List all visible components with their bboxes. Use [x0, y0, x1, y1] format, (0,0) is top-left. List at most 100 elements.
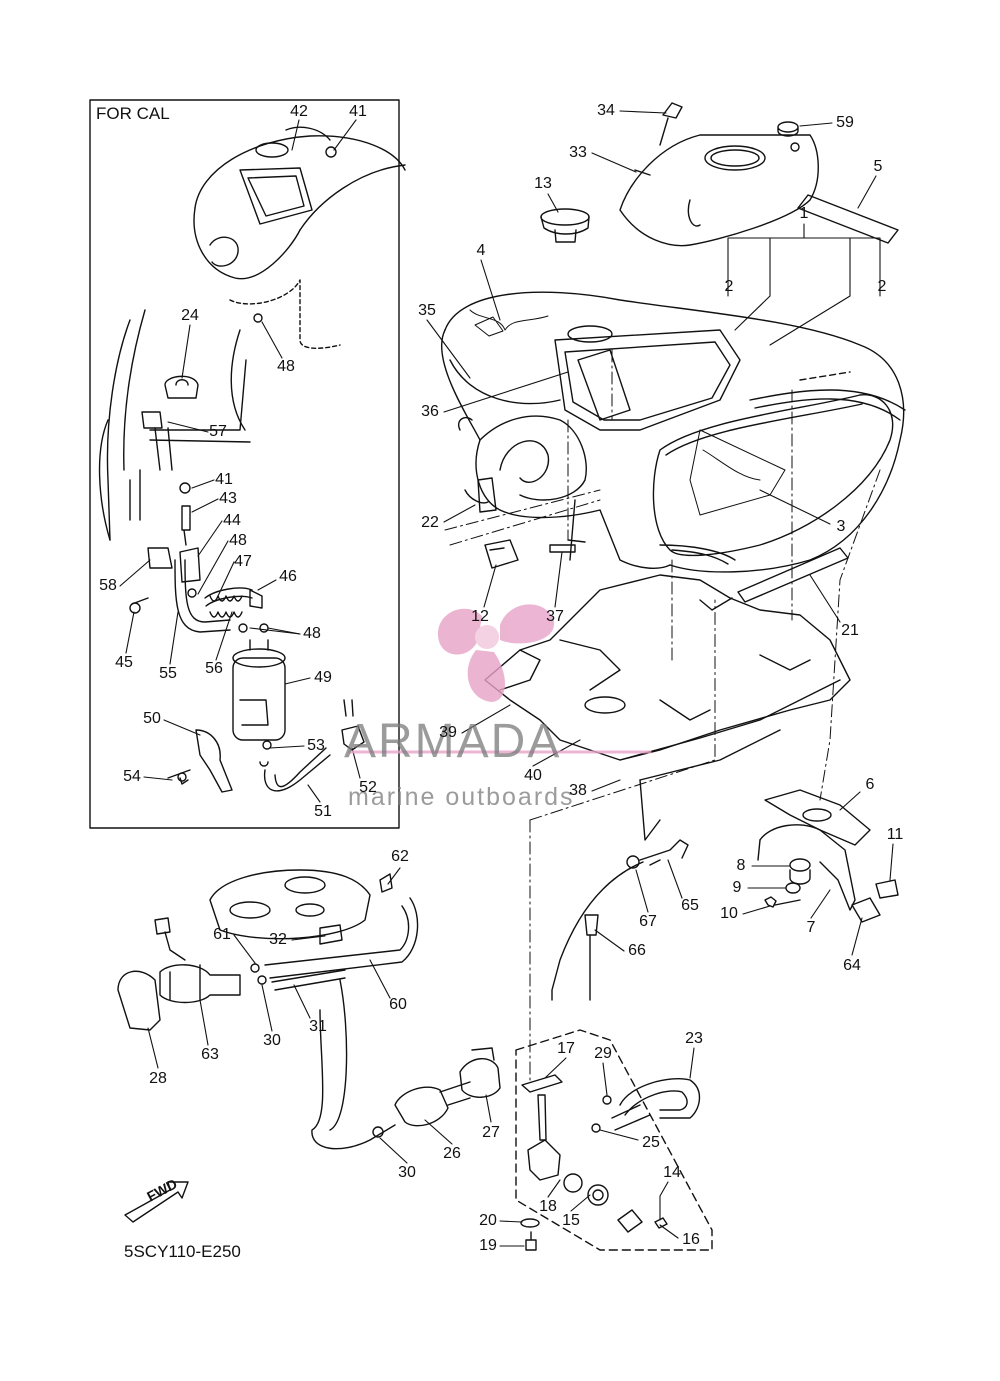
callout-8[interactable]: 8: [736, 857, 746, 874]
callout-62[interactable]: 62: [391, 848, 409, 865]
callout-9[interactable]: 9: [732, 879, 742, 896]
callout-59[interactable]: 59: [836, 114, 854, 131]
callout-34[interactable]: 34: [597, 102, 615, 119]
callout-3[interactable]: 3: [836, 518, 846, 535]
callout-12[interactable]: 12: [471, 608, 489, 625]
callout-63[interactable]: 63: [201, 1046, 219, 1063]
callout-37[interactable]: 37: [546, 608, 564, 625]
callout-32[interactable]: 32: [269, 931, 287, 948]
callout-5[interactable]: 5: [873, 158, 883, 175]
callout-46[interactable]: 46: [279, 568, 297, 585]
callout-39[interactable]: 39: [439, 724, 457, 741]
callout-13[interactable]: 13: [534, 175, 552, 192]
callout-56[interactable]: 56: [205, 660, 223, 677]
canister-44: [179, 547, 201, 583]
callout-43[interactable]: 43: [219, 490, 237, 507]
fwd-arrow: [124, 1181, 189, 1223]
callout-40[interactable]: 40: [524, 767, 542, 784]
inset-frame-tubes: [98, 309, 251, 541]
callout-50[interactable]: 50: [143, 710, 161, 727]
watermark-tagline: marine outboards: [348, 783, 575, 811]
callout-29[interactable]: 29: [594, 1045, 612, 1062]
callout-24[interactable]: 24: [181, 307, 199, 324]
callout-10[interactable]: 10: [720, 905, 738, 922]
callout-65[interactable]: 65: [681, 897, 699, 914]
filter-26: [394, 1086, 449, 1127]
main-leader-lines: [147, 110, 894, 1247]
callout-28[interactable]: 28: [149, 1070, 167, 1087]
callout-42[interactable]: 42: [290, 103, 308, 120]
callout-15[interactable]: 15: [562, 1212, 580, 1229]
callout-55[interactable]: 55: [159, 665, 177, 682]
callout-2[interactable]: 2: [877, 278, 887, 295]
clamp-58: [147, 547, 173, 569]
connector-27: [459, 1058, 501, 1098]
check-valve-43: [181, 505, 191, 546]
callout-11[interactable]: 11: [886, 826, 904, 843]
clamp-24: [164, 375, 199, 399]
propeller-icon: [437, 604, 555, 702]
hose-31: [271, 969, 346, 991]
rear-bracket: [757, 789, 899, 923]
callout-21[interactable]: 21: [841, 622, 859, 639]
callout-30[interactable]: 30: [398, 1164, 416, 1181]
callout-38[interactable]: 38: [569, 782, 587, 799]
callout-20[interactable]: 20: [479, 1212, 497, 1229]
heat-shields: [484, 574, 851, 841]
callout-18[interactable]: 18: [539, 1198, 557, 1215]
callout-36[interactable]: 36: [421, 403, 439, 420]
inset-frame: [89, 99, 400, 829]
callout-51[interactable]: 51: [314, 803, 332, 820]
callout-45[interactable]: 45: [115, 654, 133, 671]
callout-17[interactable]: 17: [557, 1040, 575, 1057]
fuel-filter-49: [232, 657, 286, 741]
callout-19[interactable]: 19: [479, 1237, 497, 1254]
hose-55: [174, 559, 231, 633]
callout-6[interactable]: 6: [865, 776, 875, 793]
callout-60[interactable]: 60: [389, 996, 407, 1013]
callout-26[interactable]: 26: [443, 1145, 461, 1162]
tank-cover-33: [619, 134, 819, 247]
callout-44[interactable]: 44: [223, 512, 241, 529]
callout-31[interactable]: 31: [309, 1018, 327, 1035]
hose-60: [264, 905, 410, 966]
callout-41[interactable]: 41: [349, 103, 367, 120]
callout-48[interactable]: 48: [303, 625, 321, 642]
cap-59: [777, 121, 799, 137]
callout-23[interactable]: 23: [685, 1030, 703, 1047]
callout-27[interactable]: 27: [482, 1124, 500, 1141]
cap-52: [341, 725, 365, 751]
callout-41[interactable]: 41: [215, 471, 233, 488]
callout-67[interactable]: 67: [639, 913, 657, 930]
tie-66: [584, 914, 599, 1001]
callout-16[interactable]: 16: [682, 1231, 700, 1248]
callout-53[interactable]: 53: [307, 737, 325, 754]
hose-22: [464, 489, 489, 504]
hose-47: [204, 587, 253, 607]
callout-22[interactable]: 22: [421, 514, 439, 531]
callout-48[interactable]: 48: [277, 358, 295, 375]
callout-30[interactable]: 30: [263, 1032, 281, 1049]
callout-57[interactable]: 57: [209, 423, 227, 440]
callout-61[interactable]: 61: [213, 926, 231, 943]
callout-4[interactable]: 4: [476, 242, 486, 259]
callout-47[interactable]: 47: [234, 553, 252, 570]
diagram-code: 5SCY110-E250: [124, 1242, 241, 1261]
callout-49[interactable]: 49: [314, 669, 332, 686]
callout-1[interactable]: 1: [799, 205, 809, 222]
callout-54[interactable]: 54: [123, 768, 141, 785]
callout-25[interactable]: 25: [642, 1134, 660, 1151]
callout-35[interactable]: 35: [418, 302, 436, 319]
callout-14[interactable]: 14: [663, 1164, 681, 1181]
callout-33[interactable]: 33: [569, 144, 587, 161]
callout-48[interactable]: 48: [229, 532, 247, 549]
callout-64[interactable]: 64: [843, 957, 861, 974]
callout-2[interactable]: 2: [724, 278, 734, 295]
callout-7[interactable]: 7: [806, 919, 816, 936]
pad-37: [549, 544, 576, 553]
cover-28: [117, 970, 161, 1031]
callout-52[interactable]: 52: [359, 779, 377, 796]
callout-58[interactable]: 58: [99, 577, 117, 594]
callout-66[interactable]: 66: [628, 942, 646, 959]
